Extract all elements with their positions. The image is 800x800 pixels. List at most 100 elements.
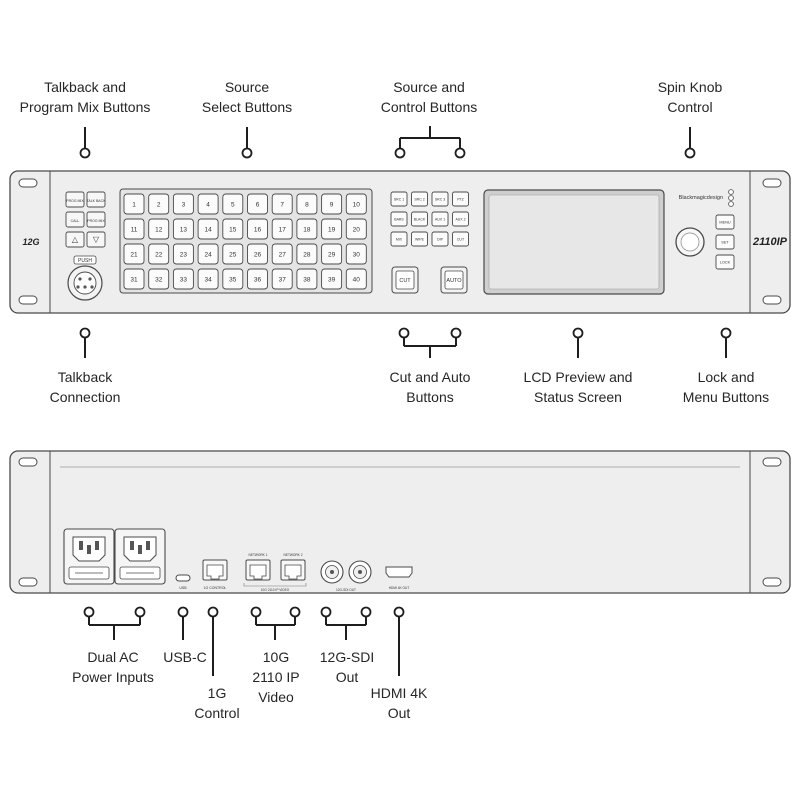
source-button[interactable] [123,218,145,240]
control-button[interactable] [411,191,428,207]
source-button[interactable] [247,193,268,215]
menu-button[interactable] [715,234,735,250]
mix-button[interactable] [86,191,106,208]
source-button[interactable] [222,243,244,265]
control-button-label: AUX 2 [455,218,465,222]
source-button[interactable] [345,268,367,290]
source-button[interactable] [172,243,194,265]
source-button[interactable] [271,193,293,215]
control-button[interactable] [452,191,469,207]
source-button[interactable] [123,268,145,290]
source-button[interactable] [222,218,244,240]
source-button-label: 4 [206,202,210,209]
source-button[interactable] [148,243,170,265]
source-button[interactable] [345,193,367,215]
mix-button[interactable] [86,211,106,228]
mix-button-label: △ [72,235,79,244]
source-button-label: 34 [204,277,212,284]
source-button[interactable] [148,268,170,290]
source-button[interactable] [271,243,293,265]
control-button[interactable] [452,211,469,227]
control-button[interactable] [411,211,428,227]
source-button[interactable] [247,243,268,265]
rack-mount-hole [18,295,38,305]
source-button[interactable] [197,218,219,240]
source-button-label: 15 [229,227,237,234]
callout-pin [450,327,462,339]
source-button-label: 12 [155,227,163,234]
source-button[interactable] [123,243,145,265]
source-button[interactable] [321,218,343,240]
control-button[interactable] [431,191,449,207]
source-button[interactable] [296,218,318,240]
source-button-label: 6 [256,202,260,209]
source-button[interactable] [197,243,219,265]
source-grid-frame [119,188,373,294]
control-button[interactable] [452,231,469,247]
hdmi-caption: HDMI 4K OUT [389,586,410,590]
hdmi-port[interactable] [385,566,413,578]
callout-pin [394,147,406,159]
source-button-label: 22 [155,252,163,259]
callout-pin [250,606,262,618]
source-button-label: 39 [328,277,336,284]
source-button[interactable] [271,268,293,290]
rack-mount-hole [18,178,38,188]
source-button[interactable] [172,193,194,215]
source-button[interactable] [271,218,293,240]
source-button[interactable] [321,268,343,290]
source-button[interactable] [296,268,318,290]
source-button[interactable] [247,268,268,290]
iec-pin [138,545,142,554]
control-caption: 1G CONTROL [204,586,227,590]
control-button-label: SRC 1 [394,198,404,202]
mix-button[interactable] [65,231,85,248]
source-button[interactable] [247,218,268,240]
source-button[interactable] [296,193,318,215]
control-button[interactable] [390,191,408,207]
source-button[interactable] [222,193,244,215]
source-button[interactable] [197,193,219,215]
usb-c-port[interactable] [175,574,191,582]
control-button[interactable] [411,231,428,247]
control-button[interactable] [390,211,408,227]
control-button-label: WIPE [415,238,425,242]
source-button[interactable] [148,193,170,215]
callout-pin [572,327,584,339]
menu-button[interactable] [715,254,735,270]
label-10g-ip: 10G 2110 IP Video [252,649,300,705]
source-button[interactable] [148,218,170,240]
source-button-label: 21 [130,252,138,259]
menu-button-label: MENU [719,221,730,225]
source-button-label: 35 [229,277,237,284]
menu-button-label: SET [721,241,729,245]
label-usb-c: USB-C [163,649,207,665]
source-button[interactable] [345,243,367,265]
menu-button[interactable] [715,214,735,230]
rj45-control-port-jack [206,564,224,580]
source-button[interactable] [345,218,367,240]
sdi-caption: 12G-SDI OUT [336,588,356,592]
control-button-label: BLACK [414,218,426,222]
source-button[interactable] [172,218,194,240]
network-2-caption: NETWORK 2 [284,553,303,557]
source-button[interactable] [296,243,318,265]
callout-pin [207,606,219,618]
source-button[interactable] [321,193,343,215]
source-button[interactable] [197,268,219,290]
control-button[interactable] [390,231,408,247]
mix-button[interactable] [65,191,85,208]
mix-button[interactable] [65,211,85,228]
source-button[interactable] [222,268,244,290]
source-button-label: 25 [229,252,237,259]
control-button[interactable] [431,211,449,227]
auto-button-label: AUTO [446,278,462,284]
mix-button[interactable] [86,231,106,248]
source-button[interactable] [172,268,194,290]
source-button-label: 32 [155,277,163,284]
source-button[interactable] [321,243,343,265]
control-button-label: MIX [396,238,403,242]
source-button[interactable] [123,193,145,215]
control-button[interactable] [431,231,449,247]
xlr-push-tab[interactable] [73,255,97,265]
